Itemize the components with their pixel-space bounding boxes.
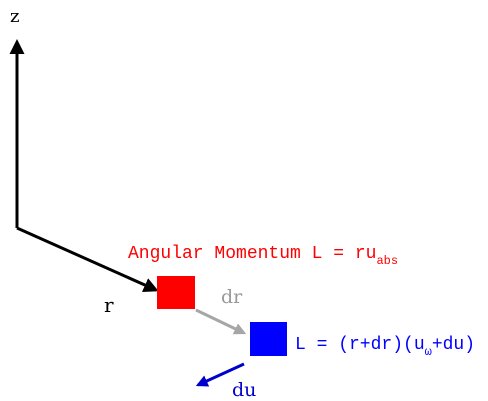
initial-mass-square (157, 276, 195, 309)
title-main: Angular Momentum L = ru (128, 244, 376, 264)
du-label: du (232, 379, 256, 401)
angular-momentum-equation: L = (r+dr)(uω+du) (295, 335, 475, 359)
dr-arrow (195, 308, 247, 335)
angular-momentum-title: Angular Momentum L = ruabs (128, 244, 398, 268)
dr-label: dr (221, 286, 243, 308)
du-arrow (195, 362, 245, 387)
final-mass-square (250, 322, 287, 356)
equation-tail: +du) (432, 335, 475, 355)
equation-subscript: ω (425, 345, 432, 359)
z-axis-label: z (10, 6, 19, 27)
equation-main: L = (r+dr)(u (295, 335, 425, 355)
r-vector-label: r (104, 293, 114, 317)
r-vector-arrow (16, 226, 159, 292)
title-subscript: abs (376, 254, 398, 268)
